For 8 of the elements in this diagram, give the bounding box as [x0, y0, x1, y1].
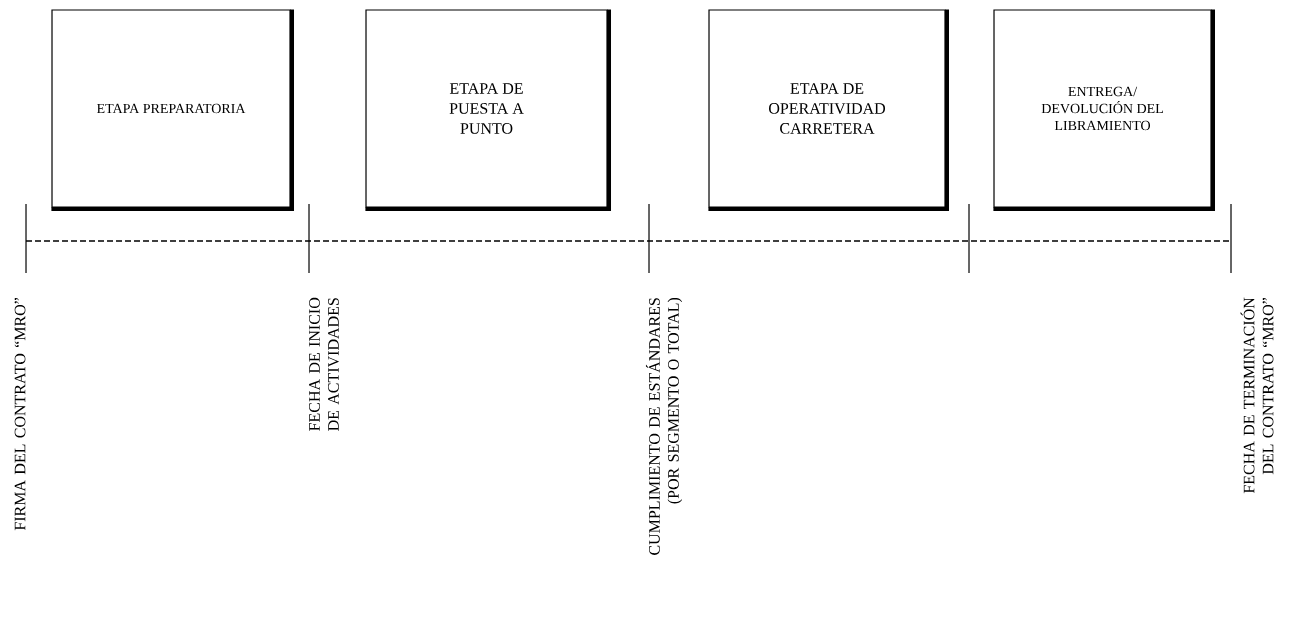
stage-box: ENTREGA/ DEVOLUCIÓN DEL LIBRAMIENTO [993, 9, 1215, 211]
milestone-label: FECHA DE TERMINACIÓN DEL CONTRATO “MRO” [1240, 297, 1274, 494]
stage-box: ETAPA PREPARATORIA [51, 9, 294, 211]
milestone-label: CUMPLIMIENTO DE ESTÁNDARES (POR SEGMENTO O TOTAL) [645, 297, 683, 555]
stage-box: ETAPA DE PUESTA A PUNTO [365, 9, 611, 211]
milestone-label: FIRMA DEL CONTRATO “MRO” [14, 298, 26, 531]
milestone-label: FECHA DE INICIO DE ACTIVIDADES [309, 297, 339, 431]
stage-box: ETAPA DE OPERATIVIDAD CARRETERA [708, 9, 949, 211]
